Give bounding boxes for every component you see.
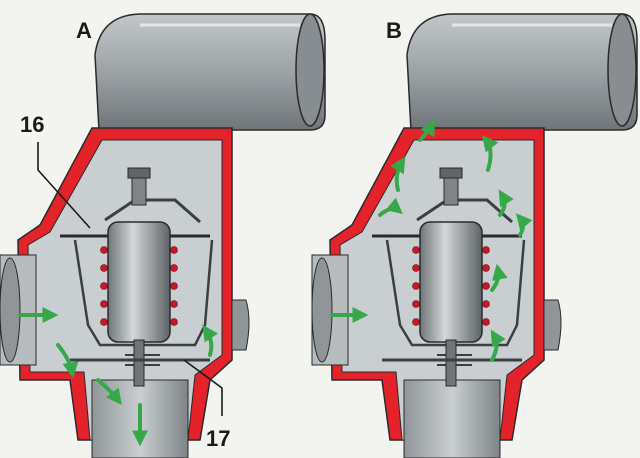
- spring-coil-dot: [100, 300, 108, 308]
- spring-coil-dot: [482, 300, 490, 308]
- flow-arrow: [56, 343, 79, 379]
- flow-arrow: [96, 378, 122, 406]
- flow-arrow: [490, 329, 506, 362]
- spring-coil-dot: [170, 246, 178, 254]
- callout-17-leader: [183, 359, 223, 416]
- coolant-flow-arrows-a: [18, 307, 218, 447]
- panel-label-a: A: [76, 18, 92, 43]
- flow-arrow: [390, 156, 406, 192]
- spring-coils-a: [100, 246, 178, 326]
- callout-label-17: 17: [206, 426, 230, 451]
- spring-coil-dot: [170, 318, 178, 326]
- spring-coil-dot: [412, 282, 420, 290]
- flow-arrow: [202, 324, 218, 357]
- callout-label-16: 16: [20, 112, 44, 137]
- spring-coils-b: [412, 246, 490, 326]
- spring-coil-dot: [412, 264, 420, 272]
- flow-arrow: [490, 263, 508, 292]
- spring-coil-dot: [412, 300, 420, 308]
- spring-coil-dot: [482, 318, 490, 326]
- panel-label-b: B: [386, 18, 402, 43]
- spring-coil-dot: [482, 246, 490, 254]
- spring-coil-dot: [482, 282, 490, 290]
- flow-arrow: [418, 119, 436, 142]
- spring-coil-dot: [412, 246, 420, 254]
- spring-coil-dot: [100, 318, 108, 326]
- spring-coil-dot: [170, 300, 178, 308]
- spring-coil-dot: [100, 282, 108, 290]
- spring-coil-dot: [170, 282, 178, 290]
- spring-coil-dot: [412, 318, 420, 326]
- flow-arrow: [378, 197, 403, 217]
- flow-arrow: [482, 134, 499, 172]
- spring-coil-dot: [170, 264, 178, 272]
- spring-coil-dot: [482, 264, 490, 272]
- callout-16-leader: [37, 142, 91, 229]
- spring-coil-dot: [100, 264, 108, 272]
- coolant-flow-arrows-b: [330, 119, 533, 362]
- flow-arrow: [515, 213, 533, 237]
- panel-b-open: [310, 12, 639, 458]
- flow-arrow: [498, 189, 514, 217]
- spring-coil-dot: [100, 246, 108, 254]
- panel-a-closed: [0, 12, 327, 458]
